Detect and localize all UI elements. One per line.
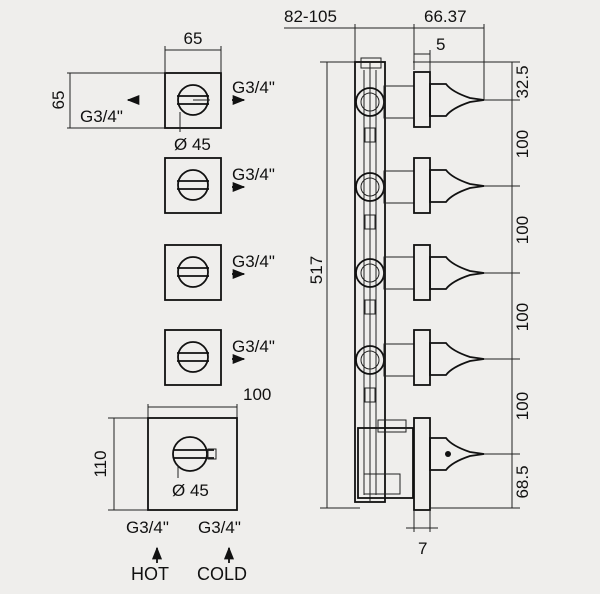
spacing-dim-1: 32.5 [513,65,532,98]
outlet-label-2: G3/4" [232,165,275,184]
valve-plate-1 [164,72,222,129]
total-height-dim: 517 [307,256,326,284]
mixer-plate [147,417,238,511]
bottom-dim: 7 [418,539,427,558]
plate-offset-dim: 5 [436,35,445,54]
left-outlet-label: G3/4" [80,107,123,126]
valve-plate-3 [164,244,222,301]
spacing-dim-6: 68.5 [513,465,532,498]
projection-dim: 66.37 [424,7,467,26]
valve-body-side [354,57,415,503]
top-width-dim: 65 [184,29,203,48]
bottom-width-dim: 100 [243,385,271,404]
depth-range-dim: 82-105 [284,7,337,26]
handles-side [429,83,485,471]
outlet-label-4: G3/4" [232,337,275,356]
cold-label: COLD [197,564,247,584]
hot-label: HOT [131,564,169,584]
bottom-diameter-dim: Ø 45 [172,481,209,500]
outlet-label-1: G3/4" [232,78,275,97]
spacing-dim-5: 100 [513,392,532,420]
top-height-dim: 65 [49,91,68,110]
top-diameter-dim: Ø 45 [174,135,211,154]
cold-inlet-size: G3/4" [198,518,241,537]
spacing-dim-2: 100 [513,130,532,158]
spacing-dim-3: 100 [513,216,532,244]
wall-plates-side [413,71,431,511]
valve-plate-4 [164,329,222,386]
bottom-height-dim: 110 [91,450,110,477]
outlet-label-3: G3/4" [232,252,275,271]
spacing-dim-4: 100 [513,303,532,331]
valve-plate-2 [164,157,222,214]
hot-inlet-size: G3/4" [126,518,169,537]
